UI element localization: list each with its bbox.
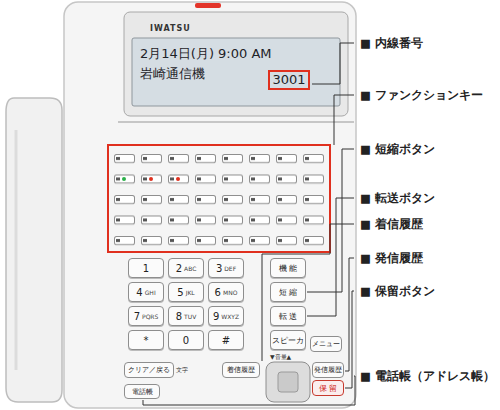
callout-label: ■ 短縮ボタン	[360, 141, 435, 157]
function-key: 機 能	[270, 258, 306, 278]
key-subtext: WXYZ	[221, 313, 239, 320]
key-text: *	[144, 335, 149, 346]
key-text: #	[222, 335, 230, 346]
dial-key: 5JKL	[168, 282, 204, 302]
small-key: クリア／戻る	[124, 362, 174, 378]
dial-key: 8TUV	[168, 306, 204, 326]
dial-key: 7PQRS	[128, 306, 164, 326]
key-text: 6	[215, 287, 221, 298]
dial-key: *	[128, 330, 164, 350]
small-key: 発信履歴	[312, 362, 344, 378]
key-text: 電話帳	[132, 387, 153, 397]
small-key: 着信履歴	[222, 362, 260, 378]
dial-key: 0	[168, 330, 204, 350]
key-subtext: TUV	[184, 313, 196, 320]
key-text: 着信履歴	[227, 365, 255, 375]
key-subtext: JKL	[186, 289, 195, 296]
function-key: 短 縮	[270, 282, 306, 302]
key-text: 短 縮	[279, 287, 298, 298]
dial-key: 4GHI	[128, 282, 164, 302]
key-text: 機 能	[279, 263, 298, 274]
key-text: 4	[136, 287, 142, 298]
small-key: 電話帳	[124, 384, 160, 399]
key-text: 転 送	[279, 311, 298, 322]
callout-label: ■ 内線番号	[360, 35, 423, 51]
extension-number-box: 3001	[268, 70, 310, 90]
dial-key: 1	[128, 258, 164, 278]
key-text: 保 留	[319, 383, 338, 394]
key-text: 2月14日(月) 9:00 AM	[140, 44, 332, 64]
key-text: 発信履歴	[314, 365, 342, 375]
key-text: スピーカ	[272, 335, 304, 346]
leader-lines	[143, 43, 355, 405]
hold-key: 保 留	[312, 380, 344, 396]
dial-key: 3DEF	[208, 258, 244, 278]
key-text: 7	[134, 311, 140, 322]
key-text: 1	[143, 263, 149, 274]
function-key: スピーカ	[270, 330, 306, 350]
key-text: 3	[216, 263, 222, 274]
callout-label: ■ 電話帳（アドレス帳）	[360, 368, 495, 384]
callout-label: ■ ファンクションキー	[360, 87, 483, 103]
key-subtext: DEF	[224, 265, 236, 272]
callout-label: ■ 保留ボタン	[360, 283, 435, 299]
dial-key: 6MNO	[208, 282, 244, 302]
small-key: メニュー	[310, 336, 342, 352]
dial-key: 9WXYZ	[208, 306, 244, 326]
key-text: クリア／戻る	[128, 365, 170, 375]
key-text: 8	[176, 311, 182, 322]
key-caption: 文字	[176, 366, 188, 374]
function-key: 転 送	[270, 306, 306, 326]
key-text: 3001	[272, 73, 305, 87]
callout-label: ■ 発信履歴	[360, 250, 423, 266]
key-subtext: ABC	[184, 265, 196, 272]
dial-key: #	[208, 330, 244, 350]
key-subtext: GHI	[145, 289, 156, 296]
key-text: 2	[176, 263, 182, 274]
callout-label: ■ 転送ボタン	[360, 190, 435, 206]
key-subtext: MNO	[223, 289, 237, 296]
key-text: 9	[213, 311, 219, 322]
key-text: メニュー	[312, 339, 340, 349]
dial-key: 2ABC	[168, 258, 204, 278]
key-text: 0	[183, 335, 189, 346]
key-text: 5	[177, 287, 183, 298]
lcd-display: 2月14日(月) 9:00 AM岩崎通信機3001	[136, 42, 336, 100]
brand-logo: IWATSU	[150, 24, 191, 34]
volume-label: ▼音量▲	[270, 353, 291, 361]
callout-label: ■ 着信履歴	[360, 216, 423, 232]
key-subtext: PQRS	[142, 313, 158, 320]
